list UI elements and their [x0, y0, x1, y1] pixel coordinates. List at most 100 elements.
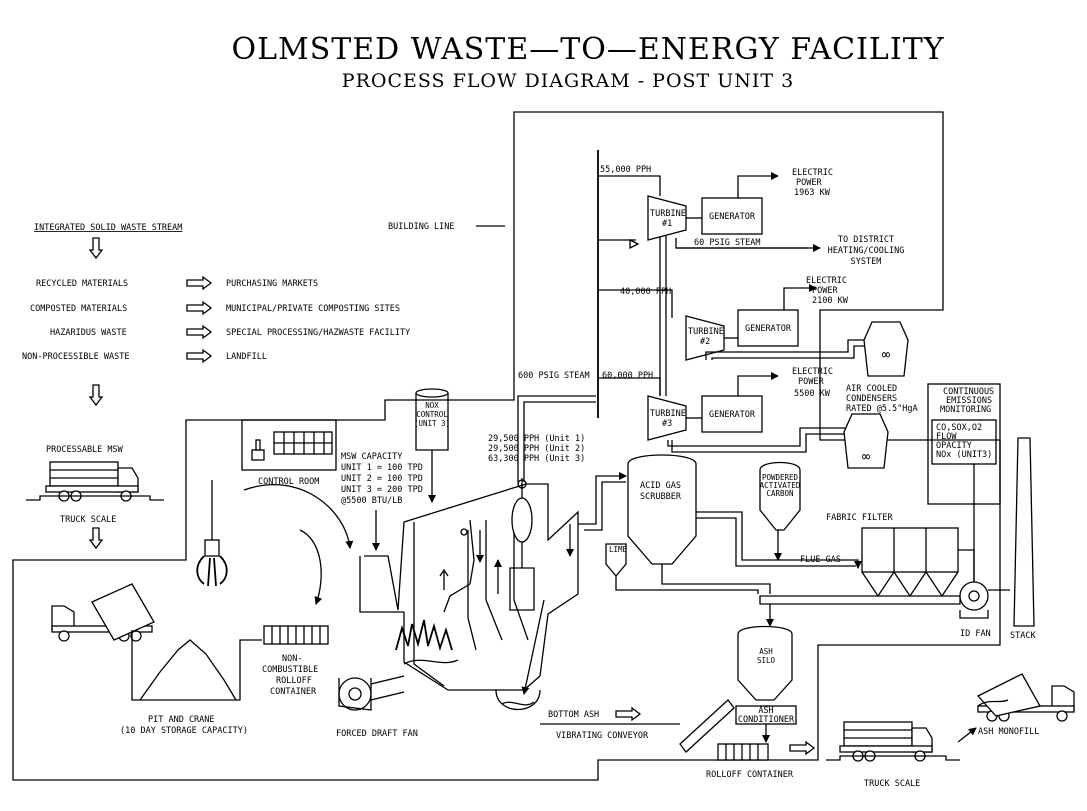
svg-text:UNIT 3 = 200 TPD: UNIT 3 = 200 TPD: [341, 485, 423, 495]
building-line-label: BUILDING LINE: [388, 222, 455, 232]
control-room-label: CONTROL ROOM: [258, 477, 319, 487]
down-arrow-icon: [89, 384, 103, 406]
svg-text:LIME: LIME: [609, 545, 628, 554]
noncomb-line-3: CONTAINER: [270, 687, 317, 697]
svg-text:CARBON: CARBON: [766, 489, 793, 498]
svg-text:ASH: ASH: [759, 647, 773, 656]
svg-text:UNIT 1 = 100 TPD: UNIT 1 = 100 TPD: [341, 463, 423, 473]
waste-stream-panel: INTEGRATED SOLID WASTE STREAM RECYCLED M…: [22, 223, 410, 549]
reject-arrow: [299, 529, 323, 605]
steam-piping: 55,000 PPH 40,000 PPH 60,000 PPH 600 PSI…: [488, 150, 673, 482]
truck-icon: [45, 461, 139, 502]
svg-text:STACK: STACK: [1010, 631, 1036, 641]
steam-flow-mid: 40,000 PPH: [620, 287, 671, 297]
svg-text:POWDERED: POWDERED: [762, 473, 799, 482]
bottom-ash: BOTTOM ASH VIBRATING CONVEYOR: [521, 599, 735, 753]
steam-flow-top: 55,000 PPH: [600, 165, 651, 175]
right-arrow-icon: [186, 349, 212, 363]
flue-gas-label: FLUE GAS: [800, 555, 841, 565]
svg-text:MONITORING: MONITORING: [940, 405, 991, 415]
svg-text:AIR COOLED: AIR COOLED: [846, 384, 897, 394]
waste-from-3: NON-PROCESSIBLE WASTE: [22, 352, 129, 362]
psig60-label: 60 PSIG STEAM: [694, 238, 761, 248]
svg-text:GENERATOR: GENERATOR: [709, 410, 756, 420]
svg-text:ACID GAS: ACID GAS: [640, 481, 681, 491]
down-arrow-icon: [89, 237, 103, 259]
unit-steam-2: 63,300 PPH (Unit 3): [488, 454, 585, 464]
dump-truck-icon: [976, 673, 1075, 722]
fabric-filter: FABRIC FILTER: [759, 513, 975, 627]
ash-disposal: TRUCK SCALE ASH MONOFILL: [826, 673, 1075, 789]
svg-text:FABRIC FILTER: FABRIC FILTER: [826, 513, 893, 523]
svg-text:POWER: POWER: [812, 286, 838, 296]
svg-text:ID FAN: ID FAN: [960, 629, 991, 639]
svg-text:#2: #2: [700, 337, 710, 347]
svg-text:2100 KW: 2100 KW: [812, 296, 849, 306]
down-arrow-icon: [89, 527, 103, 549]
lime-tank: LIME: [605, 543, 759, 594]
nox-line-1: CONTROL: [416, 410, 448, 419]
building-outline: [12, 111, 1001, 781]
infinity-icon: ∞: [862, 449, 871, 465]
right-arrow-icon: [186, 325, 212, 339]
svg-text:CO,SOX,O2: CO,SOX,O2: [936, 423, 982, 433]
feed-arrow: [243, 484, 354, 549]
right-arrow-icon: [186, 276, 212, 290]
ash-silo: ASH SILO ASH CONDITIONER ROLLOFF CONTAIN…: [706, 625, 815, 780]
svg-text:CONDITIONER: CONDITIONER: [738, 715, 795, 725]
svg-text:MSW CAPACITY: MSW CAPACITY: [341, 452, 402, 462]
svg-text:NOx (UNIT3): NOx (UNIT3): [936, 450, 992, 460]
control-room: CONTROL ROOM: [241, 419, 337, 487]
dump-truck-icon: [51, 583, 155, 642]
truck-scale-label: TRUCK SCALE: [60, 515, 116, 525]
page-title: OLMSTED WASTE—TO—ENERGY FACILITY: [231, 32, 944, 67]
svg-text:OPACITY: OPACITY: [936, 441, 972, 451]
grapple-claw-icon: [196, 555, 228, 587]
processable-msw-label: PROCESSABLE MSW: [46, 445, 124, 455]
svg-text:CONTINUOUS: CONTINUOUS: [943, 387, 994, 397]
district-steam: 60 PSIG STEAM TO DISTRICT HEATING/COOLIN…: [675, 235, 904, 267]
svg-text:TURBINE: TURBINE: [650, 209, 686, 219]
svg-text:POWER: POWER: [798, 377, 824, 387]
svg-text:ACTIVATED: ACTIVATED: [760, 481, 801, 490]
waste-from-1: COMPOSTED MATERIALS: [30, 304, 127, 314]
truck-scale-platform: [826, 755, 960, 761]
svg-text:GENERATOR: GENERATOR: [709, 212, 756, 222]
forced-draft-fan-label: FORCED DRAFT FAN: [336, 729, 418, 739]
unit-steam-1: 29,500 PPH (Unit 2): [488, 444, 585, 454]
unit-steam-0: 29,500 PPH (Unit 1): [488, 434, 585, 444]
noncomb-line-0: NON-: [282, 654, 302, 664]
svg-text:1963 KW: 1963 KW: [794, 188, 831, 198]
svg-text:UNIT 2 = 100 TPD: UNIT 2 = 100 TPD: [341, 474, 423, 484]
pit-outline: [131, 630, 262, 701]
pit-capacity-label: (10 DAY STORAGE CAPACITY): [120, 726, 248, 736]
waste-to-1: MUNICIPAL/PRIVATE COMPOSTING SITES: [226, 304, 400, 314]
nox-control-tank: NOX CONTROL (UNIT 3): [414, 388, 450, 503]
right-arrow-icon: [615, 707, 641, 721]
svg-text:TO DISTRICT: TO DISTRICT: [838, 235, 894, 245]
pit-and-crane: PIT AND CRANE (10 DAY STORAGE CAPACITY): [51, 480, 354, 736]
stack: STACK: [1010, 437, 1036, 641]
noncombustible-container: NON- COMBUSTIBLE ROLLOFF CONTAINER: [262, 625, 329, 697]
svg-text:EMISSIONS: EMISSIONS: [946, 396, 992, 406]
waste-pile: [139, 639, 237, 701]
waste-stream-heading: INTEGRATED SOLID WASTE STREAM: [34, 223, 182, 233]
truck-scale-platform: [26, 495, 164, 501]
noncomb-line-1: COMBUSTIBLE: [262, 665, 318, 675]
waste-to-2: SPECIAL PROCESSING/HAZWASTE FACILITY: [226, 328, 410, 338]
right-arrow-icon: [789, 741, 815, 755]
waste-from-2: HAZARIDUS WASTE: [50, 328, 127, 338]
svg-text:TURBINE: TURBINE: [688, 327, 724, 337]
infinity-icon: ∞: [882, 347, 891, 363]
waste-from-0: RECYCLED MATERIALS: [36, 279, 128, 289]
page-subtitle: PROCESS FLOW DIAGRAM - POST UNIT 3: [342, 70, 794, 92]
forced-draft-fan: FORCED DRAFT FAN: [336, 675, 418, 739]
svg-text:ELECTRIC: ELECTRIC: [792, 168, 833, 178]
svg-text:@5500 BTU/LB: @5500 BTU/LB: [341, 496, 402, 506]
waste-to-3: LANDFILL: [226, 352, 267, 362]
svg-text:ROLLOFF CONTAINER: ROLLOFF CONTAINER: [706, 770, 794, 780]
svg-text:CONDENSERS: CONDENSERS: [846, 394, 897, 404]
steam-flow-low: 60,000 PPH: [602, 371, 653, 381]
svg-text:RATED @5.5"HgA: RATED @5.5"HgA: [846, 404, 918, 414]
activated-carbon-silo: POWDERED ACTIVATED CARBON: [759, 461, 801, 561]
